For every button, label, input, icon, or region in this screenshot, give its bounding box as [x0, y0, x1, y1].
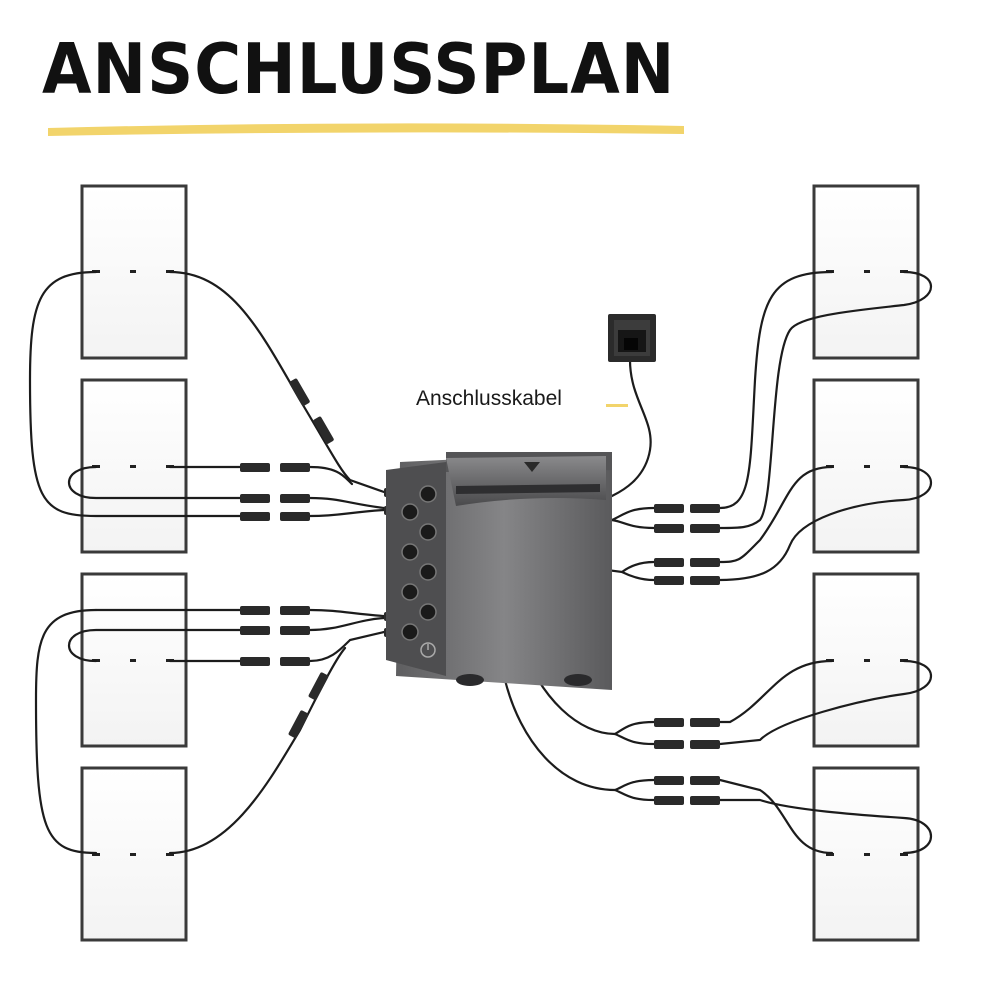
pv-cables [28, 270, 932, 855]
connection-cable-label: Anschlusskabel [416, 387, 562, 410]
power-icon [420, 642, 436, 658]
page-title: ANSCHLUSSPLAN [42, 30, 676, 111]
title-underline [48, 123, 684, 136]
cable-label-accent [606, 404, 628, 407]
power-station-unit [386, 452, 612, 690]
wall-socket-icon [608, 314, 656, 362]
pv-input-sockets [401, 485, 437, 641]
